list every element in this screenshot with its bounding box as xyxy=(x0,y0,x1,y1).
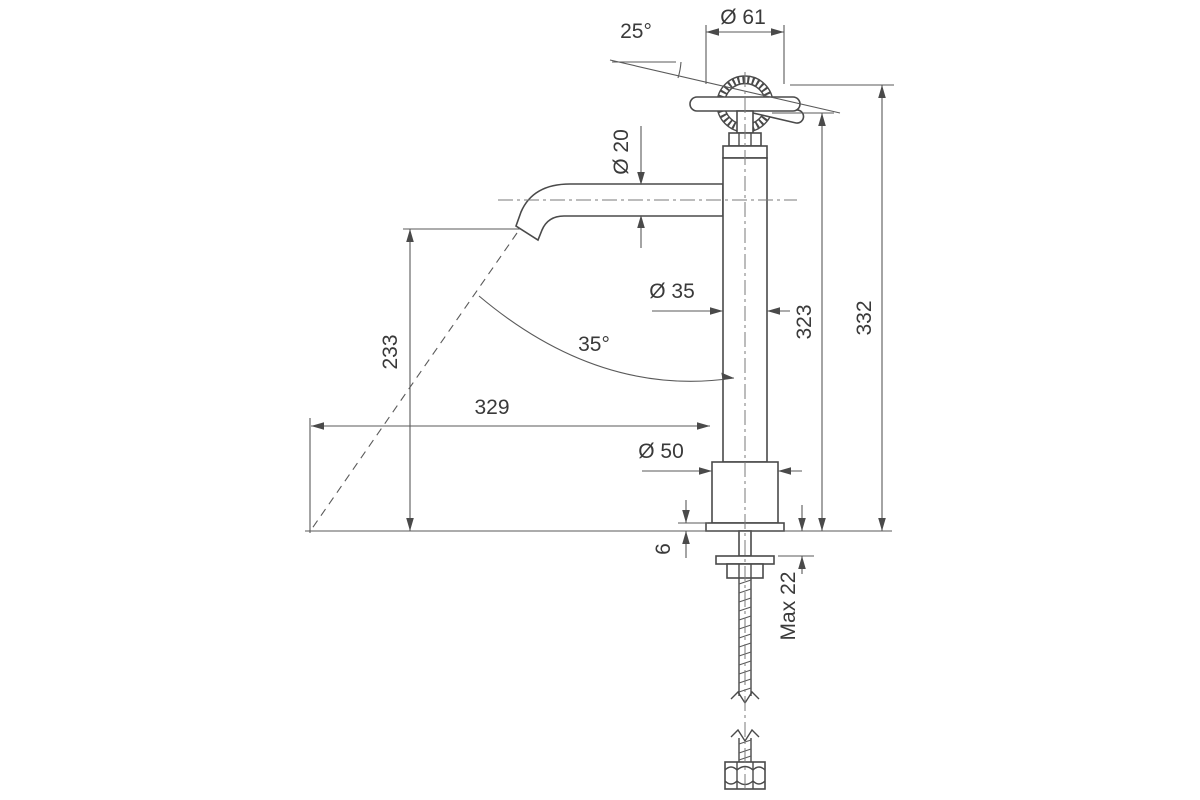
dim-body-height: 323 xyxy=(772,112,834,531)
dim-spout-tube-diameter: Ø 20 xyxy=(610,126,645,248)
spout xyxy=(515,183,724,242)
body-height-label: 323 xyxy=(793,304,816,339)
overall-height-label: 332 xyxy=(853,300,876,335)
faucet-outline xyxy=(305,75,892,790)
handle-tilt-angle-label: 25° xyxy=(620,20,652,43)
dim-spout-outlet-height: 233 xyxy=(379,228,520,531)
dim-body-diameter: Ø 35 xyxy=(649,280,790,315)
dim-stream-angle: 35° xyxy=(310,232,735,531)
dim-max-deck-thickness: Max 22 xyxy=(777,505,814,640)
centerlines xyxy=(498,72,797,793)
body-diameter-label: Ø 35 xyxy=(649,280,695,303)
spout-outlet-height-label: 233 xyxy=(379,334,402,369)
base-plate-height-label: 6 xyxy=(652,543,675,555)
dim-overall-height: 332 xyxy=(790,84,894,531)
water-stream-line xyxy=(310,232,518,531)
dim-handle-diameter: Ø 61 xyxy=(705,6,785,84)
spout-reach-label: 329 xyxy=(474,396,509,419)
max-deck-thickness-label: Max 22 xyxy=(777,572,800,641)
dim-spout-reach: 329 xyxy=(309,396,710,533)
dim-base-diameter: Ø 50 xyxy=(638,440,802,475)
spout-tube-diameter-label: Ø 20 xyxy=(610,129,633,175)
dim-base-plate-height: 6 xyxy=(652,500,708,558)
handle-diameter-label: Ø 61 xyxy=(720,6,766,29)
stream-angle-label: 35° xyxy=(578,333,610,356)
base-diameter-label: Ø 50 xyxy=(638,440,684,463)
dim-handle-tilt-angle: 25° xyxy=(609,20,841,114)
